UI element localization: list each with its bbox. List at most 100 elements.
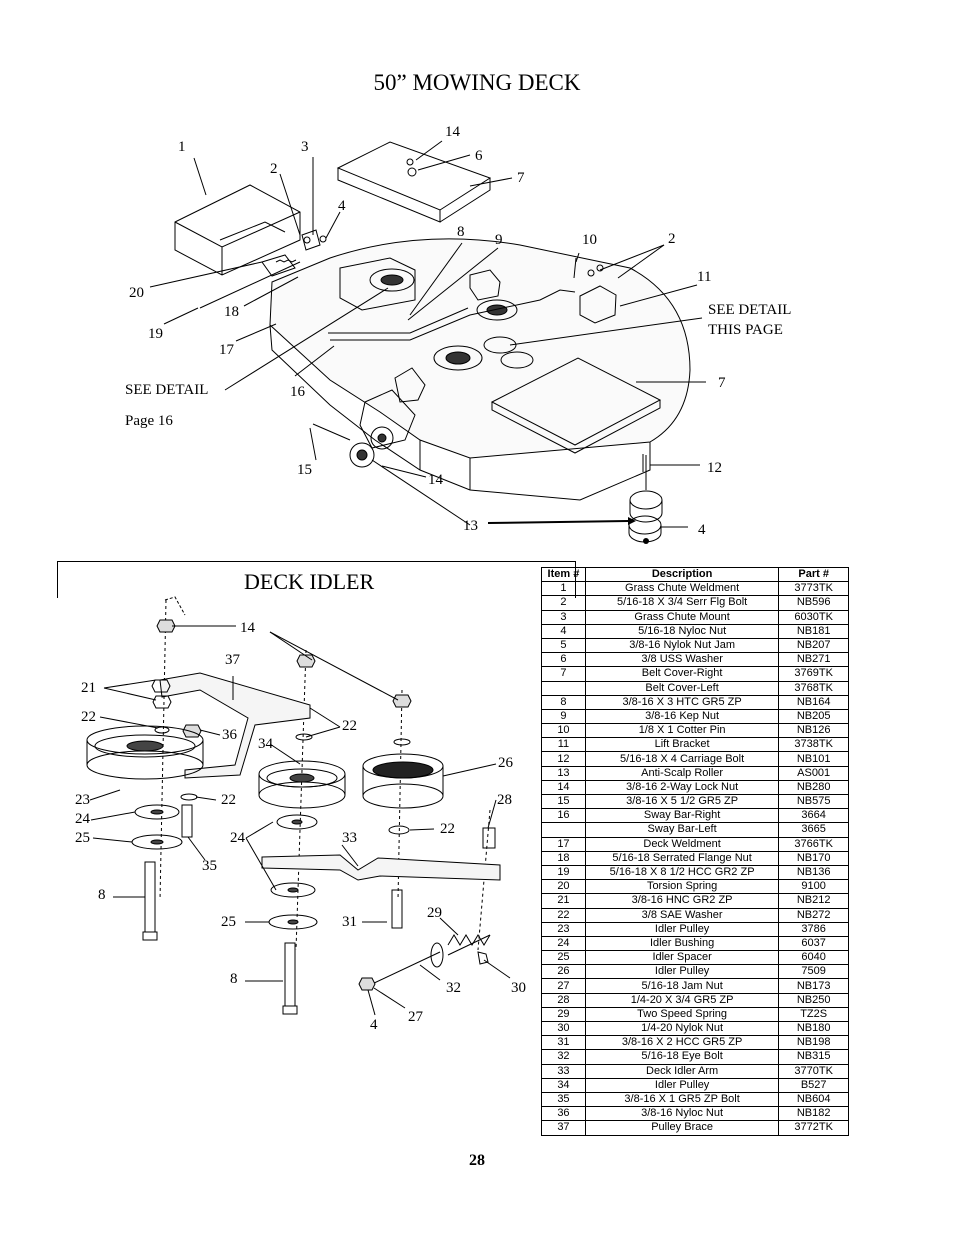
part-number: NB205 <box>778 708 849 725</box>
part-description: Idler Pulley <box>584 921 780 937</box>
idler-callout-22-right: 22 <box>440 821 455 837</box>
part-description: 3/8-16 HNC GR2 ZP <box>584 893 780 909</box>
part-number: NB164 <box>778 694 849 710</box>
idler-callout-24-center: 24 <box>230 830 245 846</box>
part-number: NB198 <box>778 1035 849 1051</box>
parts-table-header: Item # Description Part # <box>541 566 849 583</box>
part-description: Idler Bushing <box>584 935 780 952</box>
part-number: NB596 <box>778 595 849 611</box>
header-description: Description <box>584 566 780 583</box>
item-number: 29 <box>541 1006 586 1023</box>
item-number: 15 <box>541 793 586 810</box>
idler-callout-21: 21 <box>81 680 96 696</box>
part-number: NB604 <box>778 1091 849 1108</box>
idler-callout-4: 4 <box>370 1017 378 1033</box>
idler-callout-33: 33 <box>342 830 357 846</box>
header-item: Item # <box>541 566 586 583</box>
callout-12: 12 <box>707 460 722 476</box>
idler-callout-28: 28 <box>497 792 512 808</box>
part-number: 3768TK <box>778 680 849 696</box>
idler-callout-30: 30 <box>511 980 526 996</box>
part-description: 1/4-20 X 3/4 GR5 ZP <box>584 992 780 1008</box>
idler-callout-29: 29 <box>427 905 442 921</box>
part-number: 3664 <box>778 808 849 824</box>
item-number: 8 <box>541 694 586 710</box>
part-number: TZ2S <box>778 1006 849 1023</box>
part-description: 3/8-16 X 5 1/2 GR5 ZP <box>584 793 780 810</box>
callout-20: 20 <box>129 285 144 301</box>
part-description: 3/8-16 Nylok Nut Jam <box>584 637 780 654</box>
part-description: 5/16-18 Eye Bolt <box>584 1049 780 1065</box>
part-number: NB272 <box>778 907 849 923</box>
part-number: 3786 <box>778 921 849 937</box>
callout-14: 14 <box>445 124 460 140</box>
idler-callout-32: 32 <box>446 980 461 996</box>
item-number: 30 <box>541 1020 586 1037</box>
callout-1: 1 <box>178 139 186 155</box>
callout-11: 11 <box>697 269 712 285</box>
item-number: 35 <box>541 1091 586 1108</box>
idler-callout-23: 23 <box>75 792 90 808</box>
part-number: 3772TK <box>778 1120 849 1136</box>
item-number: 16 <box>541 808 586 824</box>
item-number: 31 <box>541 1035 586 1051</box>
item-number: 17 <box>541 836 586 852</box>
item-number: 10 <box>541 723 586 739</box>
part-number: 6030TK <box>778 609 849 625</box>
callout-2: 2 <box>270 161 278 177</box>
part-description: Grass Chute Weldment <box>584 581 780 597</box>
part-number: NB280 <box>778 779 849 796</box>
item-number: 19 <box>541 864 586 881</box>
callout-9: 9 <box>495 232 503 248</box>
item-number: 13 <box>541 765 586 781</box>
item-number: 27 <box>541 978 586 994</box>
part-description: 3/8 USS Washer <box>584 652 780 668</box>
part-number: 6037 <box>778 935 849 952</box>
callout-19: 19 <box>148 326 163 342</box>
callout-8: 8 <box>457 224 465 240</box>
part-description: Pulley Brace <box>584 1120 780 1136</box>
idler-callout-24: 24 <box>75 811 90 827</box>
part-number: NB315 <box>778 1049 849 1065</box>
mowing-deck-diagram <box>149 140 706 544</box>
see-detail-page16-line1: SEE DETAIL <box>125 382 209 398</box>
item-number: 24 <box>541 935 586 952</box>
part-number: 6040 <box>778 950 849 966</box>
see-detail-this-page-line1: SEE DETAIL <box>708 302 792 318</box>
part-description: Sway Bar-Right <box>584 808 780 824</box>
part-description: 3/8-16 X 3 HTC GR5 ZP <box>584 694 780 710</box>
idler-callout-22: 22 <box>81 709 96 725</box>
part-number: AS001 <box>778 765 849 781</box>
part-number: B527 <box>778 1077 849 1093</box>
item-number: 11 <box>541 737 586 753</box>
idler-callout-25-center: 25 <box>221 914 236 930</box>
idler-callout-25: 25 <box>75 830 90 846</box>
idler-callout-37: 37 <box>225 652 240 668</box>
part-description: 5/16-18 Serrated Flange Nut <box>584 850 780 866</box>
part-number: NB180 <box>778 1020 849 1037</box>
part-description: Belt Cover-Right <box>584 666 780 682</box>
